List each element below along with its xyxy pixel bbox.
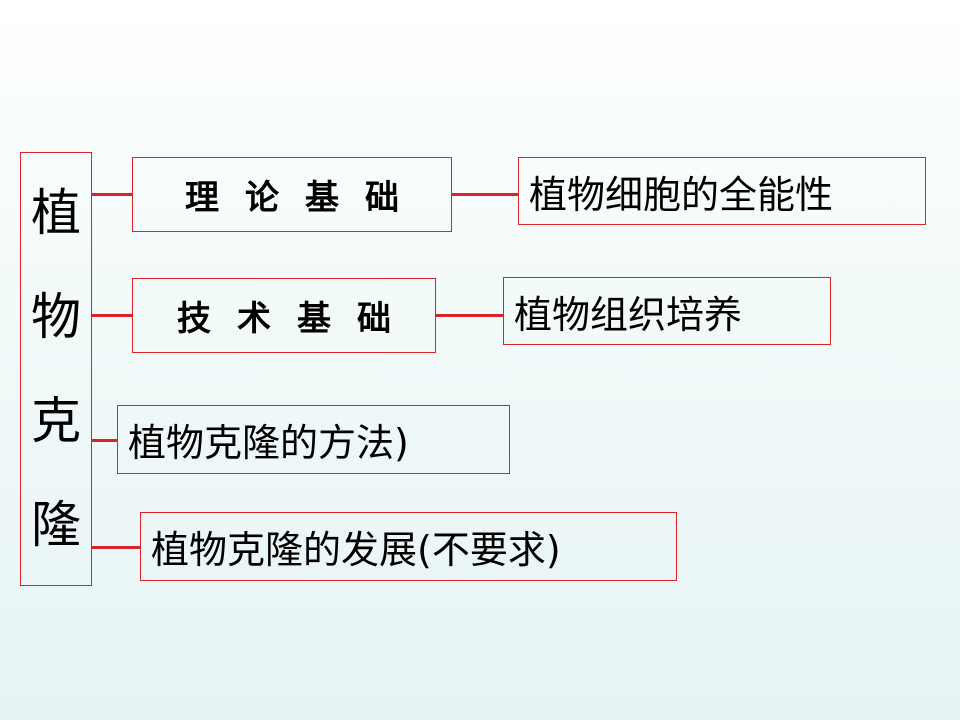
connector-line (92, 439, 117, 442)
connector-line (92, 193, 132, 196)
title-char: 克 (31, 392, 81, 450)
connector-line (92, 314, 132, 317)
cloning-development-box: 植物克隆的发展(不要求) (140, 512, 677, 581)
title-char: 隆 (31, 496, 81, 554)
technique-basis-box: 技 术 基 础 (132, 278, 436, 353)
theory-basis-box: 理 论 基 础 (132, 157, 452, 232)
connector-line (92, 546, 140, 549)
connector-line (436, 314, 503, 317)
title-char: 物 (31, 288, 81, 346)
topic-title-box: 植 物 克 隆 (20, 152, 92, 586)
tissue-culture-box: 植物组织培养 (503, 277, 831, 345)
totipotency-box: 植物细胞的全能性 (518, 157, 926, 225)
connector-line (452, 193, 518, 196)
title-char: 植 (31, 184, 81, 242)
cloning-method-box: 植物克隆的方法) (117, 405, 510, 474)
